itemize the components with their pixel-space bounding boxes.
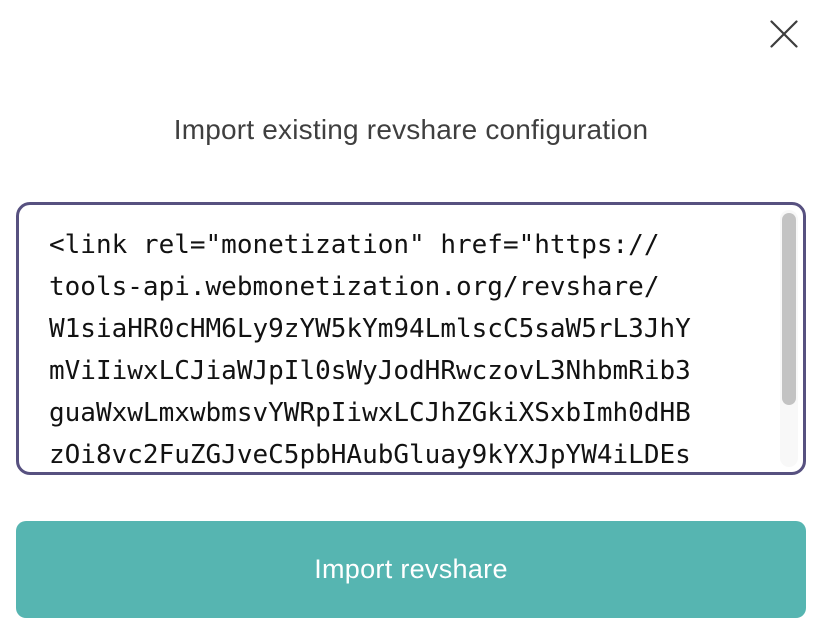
close-button[interactable] [768,18,800,50]
modal-title: Import existing revshare configuration [173,114,649,145]
revshare-config-input[interactable]: <link rel="monetization" href="https:// … [19,205,803,472]
scrollbar-thumb[interactable] [782,213,796,405]
scrollbar-track[interactable] [780,210,798,467]
close-icon [770,20,798,48]
import-revshare-button[interactable]: Import revshare [16,521,806,618]
revshare-config-box: <link rel="monetization" href="https:// … [16,202,806,475]
